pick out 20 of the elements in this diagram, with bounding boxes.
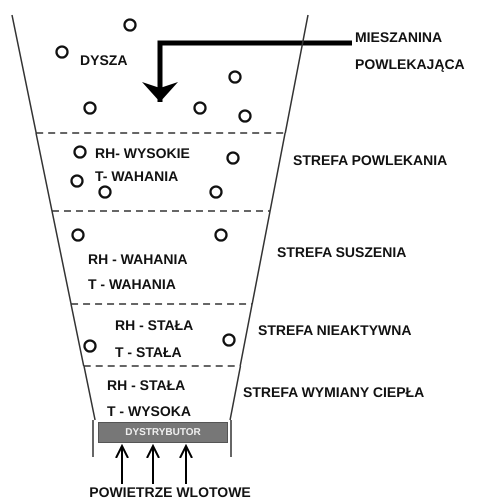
zone-label: RH- WYSOKIE	[94, 145, 190, 162]
zone-label: T - STAŁA	[114, 344, 182, 361]
zone-label: T - WAHANIA	[88, 276, 176, 293]
input-label: MIESZANINA POWLEKAJĄCA	[355, 28, 466, 74]
arrow	[142, 40, 352, 102]
arrow	[115, 445, 129, 484]
zone-label: RH - WAHANIA	[88, 251, 188, 268]
arrow	[179, 445, 193, 484]
input-label: POWIETRZE WLOTOWE	[88, 484, 252, 501]
zone-name: STREFA POWLEKANIA	[292, 152, 448, 169]
zone-name: STREFA WYMIANY CIEPŁA	[242, 384, 424, 401]
zone-label: T- WAHANIA	[94, 168, 178, 185]
nozzle-label: DYSZA	[80, 52, 128, 69]
zone-label: T - WYSOKA	[106, 403, 191, 420]
distributor-plate: DYSTRYBUTOR	[98, 422, 228, 443]
arrow	[146, 445, 160, 484]
zone-label: RH - STAŁA	[106, 377, 186, 394]
zone-name: STREFA NIEAKTYWNA	[258, 322, 412, 339]
zone-name: STREFA SUSZENIA	[276, 244, 406, 261]
zone-label: RH - STAŁA	[114, 317, 194, 334]
